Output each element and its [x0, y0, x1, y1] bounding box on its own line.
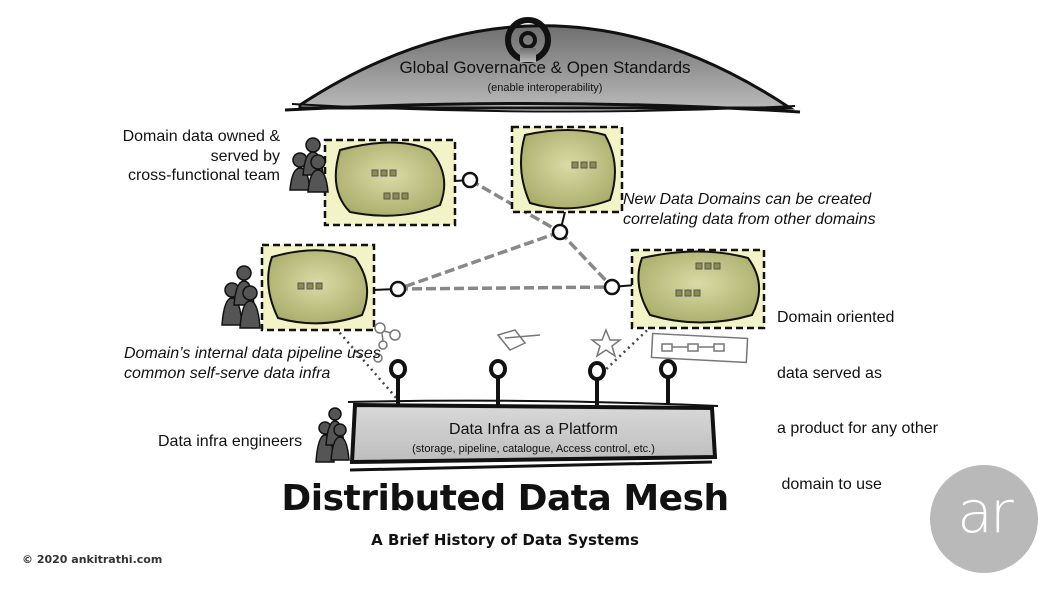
data-product-icon	[675, 262, 721, 297]
sketch-icon	[496, 329, 541, 351]
governance-icon	[505, 17, 551, 63]
domain-node-3	[260, 243, 376, 332]
port-hub	[551, 223, 569, 241]
domain-oriented-line: a product for any other	[777, 420, 938, 438]
star-icon	[589, 327, 623, 358]
team-annotation: Domain data owned & served by cross-func…	[95, 127, 280, 186]
data-product-icon	[371, 169, 409, 200]
team-people-icon	[289, 137, 329, 193]
domain-node-4	[630, 248, 766, 330]
brand-logo-text: ar	[957, 478, 1013, 546]
port-domain4	[603, 278, 621, 296]
domain-oriented-annotation: Domain oriented data served as a product…	[777, 272, 938, 512]
domain-oriented-line: Domain oriented	[777, 309, 895, 326]
pipeline-line: common self-serve data infra	[124, 364, 331, 382]
platform-connectors	[389, 359, 677, 405]
data-product-icon	[297, 282, 323, 290]
brand-logo	[930, 465, 1038, 573]
governance-title: Global Governance & Open Standards	[399, 58, 691, 77]
copyright-notice: © 2020 ankitrathi.com	[22, 553, 163, 566]
platform-slab	[347, 399, 719, 472]
new-domains-line: correlating data from other domains	[623, 210, 876, 228]
governance-dome	[284, 17, 801, 114]
new-domains-line: New Data Domains can be created	[623, 191, 872, 208]
engineers-people-icon	[315, 407, 350, 463]
diagram-title: Distributed Data Mesh	[281, 478, 729, 519]
port-domain1	[461, 171, 479, 189]
governance-subtitle: (enable interoperability)	[487, 82, 603, 94]
new-domains-annotation: New Data Domains can be created correlat…	[623, 190, 876, 229]
diagram-subtitle: A Brief History of Data Systems	[371, 531, 639, 549]
engineers-annotation: Data infra engineers	[158, 433, 303, 450]
pipeline-line: Domain’s internal data pipeline uses	[124, 345, 381, 362]
domain-oriented-line: data served as	[777, 364, 882, 382]
domain-node-2	[510, 125, 624, 214]
team-annotation-line: served by	[210, 147, 280, 165]
team-people-icon	[221, 265, 261, 329]
pipeline-annotation: Domain’s internal data pipeline uses com…	[124, 344, 381, 383]
network-icon	[373, 322, 401, 363]
data-product-icon	[571, 161, 597, 169]
domain-oriented-line: domain to use	[777, 475, 882, 493]
link-domain3-domain4	[397, 285, 613, 291]
domain-node-1	[323, 138, 457, 227]
tool-icons	[373, 322, 749, 364]
team-annotation-line: cross-functional team	[127, 167, 280, 185]
team-annotation-line: Domain data owned &	[122, 128, 280, 145]
flow-diagram-icon	[650, 332, 749, 364]
platform-title: Data Infra as a Platform	[449, 421, 618, 438]
platform-subtitle: (storage, pipeline, catalogue, Access co…	[412, 443, 655, 455]
link-hub-domain4	[558, 230, 614, 289]
port-circles	[389, 171, 621, 298]
link-hub-domain3	[397, 230, 561, 291]
port-domain3	[389, 280, 407, 298]
